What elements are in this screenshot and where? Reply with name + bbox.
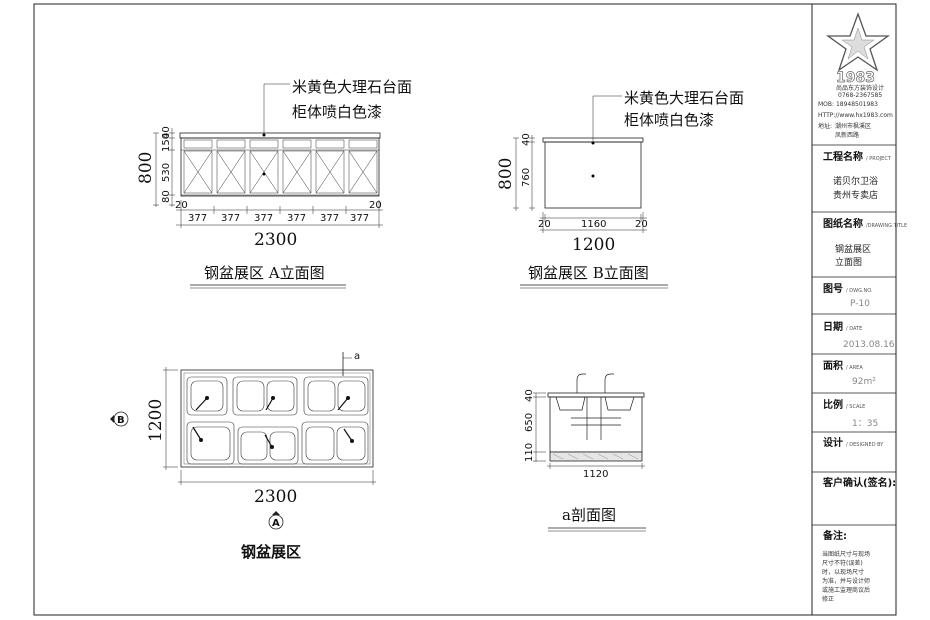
tb-date-label: 日期 xyxy=(823,320,843,333)
section-h-650: 650 xyxy=(524,413,535,432)
tb-project-line1: 诺贝尔卫浴 xyxy=(833,175,878,187)
b-mid-width: 1160 xyxy=(581,219,606,230)
b-edge-right: 20 xyxy=(635,219,648,230)
a-w-5: 377 xyxy=(320,213,339,224)
tb-project-line2: 贵州专卖店 xyxy=(833,189,878,201)
marker-b: B xyxy=(110,411,129,427)
a-edge-left: 20 xyxy=(175,200,188,211)
plan-depth: 1200 xyxy=(146,399,166,442)
tb-remark-line: 为准，并与设计师 xyxy=(822,577,870,585)
b-elevation: 米黄色大理石台面 柜体喷白色漆 800 40 760 20 1160 20 12… xyxy=(496,89,744,289)
tb-scale-value: 1：35 xyxy=(852,419,878,429)
tb-project-sub: / PROJECT xyxy=(866,156,892,162)
tb-date-sub: / DATE xyxy=(846,326,862,332)
tb-drawing-label: 图纸名称 xyxy=(823,217,863,230)
logo-tel: 0768-2367585 xyxy=(838,92,882,99)
section-h-110: 110 xyxy=(524,443,535,462)
a-h-40: 40 xyxy=(161,126,172,139)
plan-section-mark: a xyxy=(354,351,360,362)
tb-mob: MOB: 18948501983 xyxy=(818,101,878,108)
a-caption: 钢盆展区 A立面图 xyxy=(204,264,325,282)
tb-remark-line: 时，以现场尺寸 xyxy=(822,568,864,576)
tb-designer-sub: / DESIGNED BY xyxy=(846,442,884,448)
tb-addr-label: 地址: xyxy=(818,122,832,130)
a-total-width: 2300 xyxy=(254,230,297,250)
tb-scale-sub: / SCALE xyxy=(846,404,865,410)
plan-caption: 钢盆展区 xyxy=(241,543,301,561)
logo: 1983 尚品东方装饰设计 0768-2367585 xyxy=(825,12,891,99)
b-h-40: 40 xyxy=(521,133,532,146)
b-h-760: 760 xyxy=(521,168,532,187)
svg-text:A: A xyxy=(272,518,280,529)
a-w-4: 377 xyxy=(287,213,306,224)
b-note-marble: 米黄色大理石台面 xyxy=(624,89,744,107)
tb-remark-line: 当图纸尺寸与现场 xyxy=(822,550,870,558)
logo-sub: 尚品东方装饰设计 xyxy=(836,84,884,92)
section-h-40: 40 xyxy=(524,389,535,402)
tb-drawing-line1: 钢盆展区 xyxy=(835,243,871,255)
plan-width: 2300 xyxy=(254,487,297,507)
tb-no-value: P-10 xyxy=(850,299,870,309)
a-w-1: 377 xyxy=(188,213,207,224)
a-w-6: 377 xyxy=(350,213,369,224)
section-width: 1120 xyxy=(583,469,608,480)
a-height-total: 800 xyxy=(136,152,156,184)
a-w-3: 377 xyxy=(254,213,273,224)
tb-remark-line: 尺寸不符(误差) xyxy=(822,559,863,567)
b-note-paint: 柜体喷白色漆 xyxy=(624,111,714,129)
title-block: 1983 尚品东方装饰设计 0768-2367585 MOB: 18948501… xyxy=(812,12,907,603)
tb-area-sub: / AREA xyxy=(846,365,863,371)
svg-text:B: B xyxy=(117,415,125,426)
tb-area-value: 92m² xyxy=(852,377,876,387)
tb-date-value: 2013.08.16 xyxy=(843,340,895,350)
section-caption: a剖面图 xyxy=(562,506,616,524)
a-h-80: 80 xyxy=(161,190,172,203)
b-height-total: 800 xyxy=(496,158,516,190)
a-section: 40 650 110 1120 a剖面图 xyxy=(524,373,646,532)
b-caption: 钢盆展区 B立面图 xyxy=(528,264,649,282)
tb-http: HTTP://www.hx1983.com xyxy=(818,112,893,119)
a-w-2: 377 xyxy=(221,213,240,224)
tb-project-label: 工程名称 xyxy=(823,150,863,163)
a-h-150: 150 xyxy=(161,133,172,152)
a-note-marble: 米黄色大理石台面 xyxy=(292,78,412,96)
tb-remark-line: 修正 xyxy=(822,595,834,603)
tb-remark-line: 或施工监理商议后 xyxy=(822,586,870,594)
plan-view: a xyxy=(110,351,376,561)
tb-remark-label: 备注: xyxy=(822,529,847,542)
tb-drawing-line2: 立面图 xyxy=(835,256,862,268)
a-edge-right: 20 xyxy=(369,200,382,211)
tb-designer-label: 设计 xyxy=(823,436,843,449)
tb-addr-1: 潮州市枫溪区 xyxy=(835,122,871,130)
a-elevation: 米黄色大理石台面 柜体喷白色漆 800 40 150 530 80 xyxy=(136,78,412,289)
tb-addr-2: 凤新西路 xyxy=(835,131,859,139)
tb-scale-label: 比例 xyxy=(823,398,843,411)
marker-a: A xyxy=(268,511,284,530)
tb-area-label: 面积 xyxy=(823,359,843,372)
tb-no-label: 图号 xyxy=(823,283,843,295)
logo-text: 1983 xyxy=(836,70,875,86)
b-edge-left: 20 xyxy=(538,219,551,230)
tb-drawing-sub: /DRAWING TITLE xyxy=(866,223,907,229)
tb-client-label: 客户确认(签名): xyxy=(822,476,896,489)
a-note-paint: 柜体喷白色漆 xyxy=(292,103,382,121)
tb-no-sub: / DWG.NO. xyxy=(846,288,873,294)
b-total-width: 1200 xyxy=(572,235,615,255)
a-h-530: 530 xyxy=(161,163,172,182)
